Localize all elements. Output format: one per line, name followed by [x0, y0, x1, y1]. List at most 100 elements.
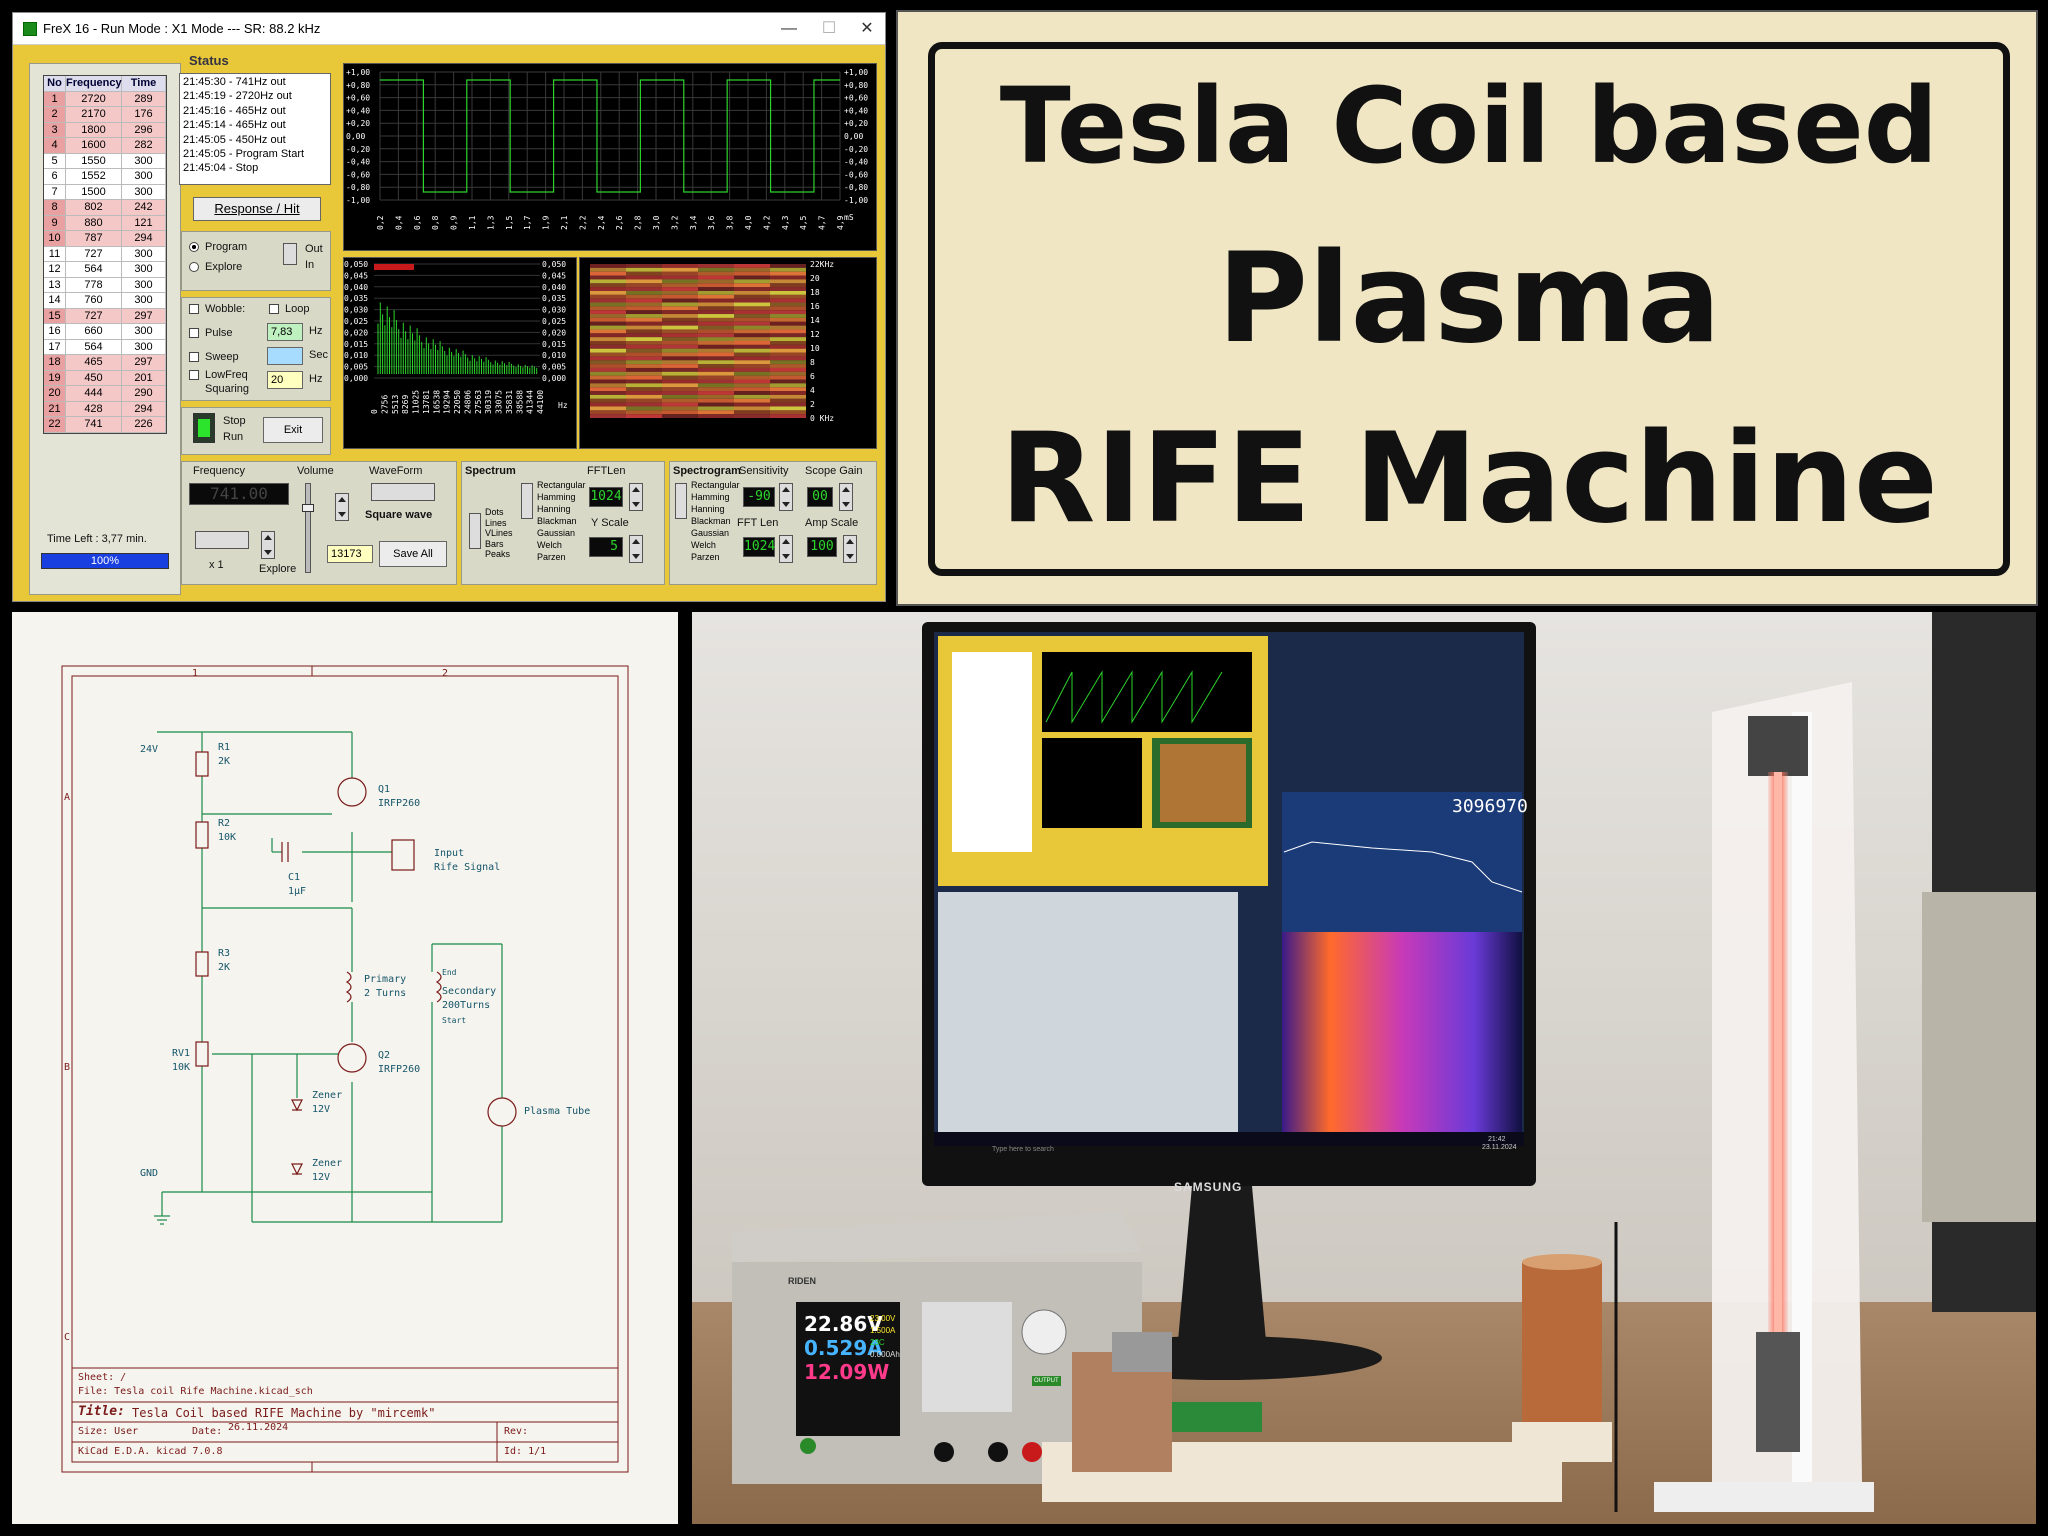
explore-radio[interactable]: Explore: [189, 261, 242, 273]
scope-x-tick: 1,7: [523, 215, 532, 230]
pulse-input[interactable]: 7,83: [267, 323, 303, 341]
sweep-input[interactable]: [267, 347, 303, 365]
window-option[interactable]: Hanning: [537, 504, 571, 514]
sensitivity-spinner[interactable]: [779, 483, 793, 511]
spec-y-tick-right: 0,015: [542, 340, 566, 349]
spectrogram-cell: [626, 352, 662, 357]
scope-x-tick: 4,0: [744, 215, 753, 230]
response-hit-button[interactable]: Response / Hit: [193, 197, 321, 221]
scope-x-tick: 0,2: [376, 215, 385, 230]
spectrogram-cell: [698, 341, 734, 345]
spectrum-yscale-spinner[interactable]: [629, 535, 643, 563]
psu-output-button[interactable]: OUTPUT: [1032, 1376, 1061, 1386]
spectrogram-window-slider[interactable]: [675, 483, 687, 519]
window-option[interactable]: Hanning: [691, 504, 725, 514]
window-option[interactable]: VLines: [485, 528, 513, 538]
window-option[interactable]: Blackman: [691, 516, 731, 526]
minimize-button[interactable]: —: [781, 20, 797, 37]
count-input[interactable]: 13173: [327, 545, 373, 563]
amp-scale-spinner[interactable]: [843, 535, 857, 563]
window-option[interactable]: Gaussian: [691, 528, 730, 538]
row-no: 9: [44, 215, 66, 230]
window-option[interactable]: Parzen: [691, 552, 720, 562]
window-option[interactable]: Rectangular: [537, 480, 586, 490]
spectrogram-cell: [734, 290, 770, 295]
window-option[interactable]: Hamming: [537, 492, 576, 502]
spg-fftlen-display: 1024: [743, 537, 775, 557]
spec-y-tick: 0,040: [344, 283, 368, 292]
window-option[interactable]: Dots: [485, 507, 504, 517]
close-button[interactable]: ✕: [860, 20, 874, 37]
spectrogram-cell: [770, 348, 806, 353]
window-option[interactable]: Bars: [485, 538, 504, 549]
window-option[interactable]: Lines: [485, 517, 507, 528]
window-option[interactable]: Gaussian: [537, 528, 576, 538]
window-option[interactable]: Parzen: [537, 552, 566, 562]
wobble-checkbox[interactable]: Wobble:: [189, 303, 245, 315]
multiplier-slider[interactable]: [195, 531, 249, 549]
window-option[interactable]: Welch: [537, 540, 562, 550]
exit-button[interactable]: Exit: [263, 417, 323, 443]
spg-fftlen-spinner[interactable]: [779, 535, 793, 563]
lowfreq-input[interactable]: 20: [267, 371, 303, 389]
row-time: 300: [122, 169, 166, 184]
sweep-checkbox[interactable]: Sweep: [189, 351, 239, 363]
explore-spinner[interactable]: [261, 531, 275, 559]
spectrum-mode-slider[interactable]: [469, 513, 481, 549]
waveform-selector[interactable]: [371, 483, 435, 501]
row-time: 201: [122, 370, 166, 385]
frequency-display[interactable]: 741.00: [189, 483, 289, 505]
spg-y-tick: 14: [810, 316, 820, 325]
program-radio[interactable]: Program: [189, 241, 247, 253]
spectrogram-cell: [662, 383, 698, 388]
volume-slider[interactable]: [302, 483, 314, 573]
pulse-checkbox[interactable]: Pulse: [189, 327, 233, 339]
scope-y-tick: -0,80: [346, 183, 370, 192]
window-option[interactable]: Hamming: [691, 492, 730, 502]
scope-gain-spinner[interactable]: [839, 483, 853, 511]
window-option[interactable]: Rectangular: [691, 480, 740, 490]
lowfreq-checkbox[interactable]: LowFreq: [189, 369, 248, 381]
wobble-label: Wobble:: [205, 303, 246, 315]
maximize-button[interactable]: ☐: [821, 20, 837, 37]
window-option[interactable]: Blackman: [537, 516, 577, 526]
spectrum-window-slider[interactable]: [521, 483, 533, 519]
loop-checkbox[interactable]: Loop: [269, 303, 309, 315]
save-all-button[interactable]: Save All: [379, 541, 447, 567]
volume-spinner[interactable]: [335, 493, 349, 521]
volume-thumb[interactable]: [302, 504, 314, 512]
run-led-button[interactable]: [193, 413, 215, 443]
spectrum-fftlen-spinner[interactable]: [629, 483, 643, 511]
label-rv1: RV1: [172, 1048, 191, 1059]
window-option[interactable]: Welch: [691, 540, 716, 550]
window-option[interactable]: Peaks: [485, 549, 511, 559]
header-time: Time: [122, 76, 166, 91]
out-in-switch[interactable]: [283, 243, 297, 265]
spectrogram-cell: [626, 267, 662, 272]
value-zener1: 12V: [312, 1104, 331, 1115]
